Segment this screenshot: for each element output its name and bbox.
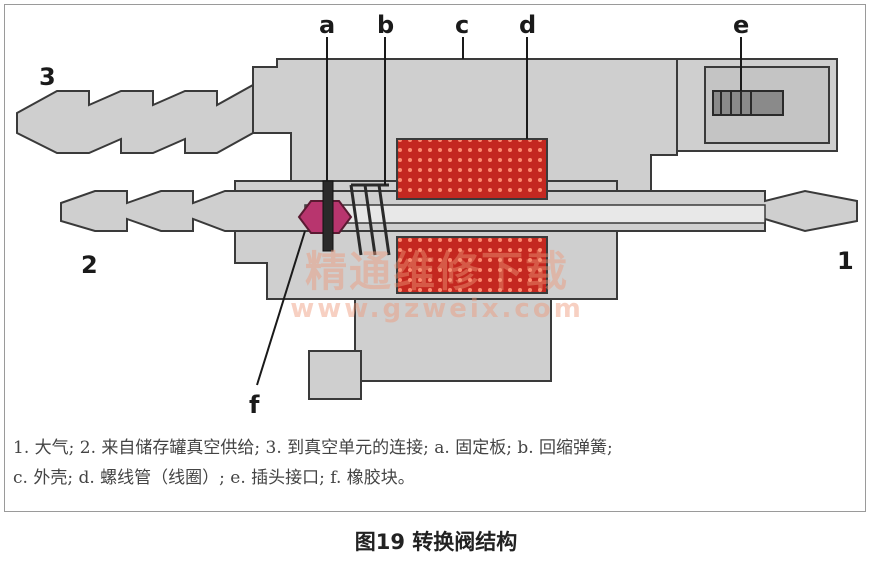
label-c: c — [455, 11, 469, 39]
plug-pin — [712, 90, 784, 116]
figure-title: 图19 转换阀结构 — [354, 530, 518, 554]
coil-lower — [396, 236, 548, 294]
mount-block — [354, 298, 552, 382]
upper-housing — [252, 58, 678, 194]
figure-frame: a b c d e f 3 2 1 1. 大气; 2. 来自储存罐真空供给; 3… — [4, 4, 866, 512]
label-2: 2 — [81, 251, 98, 279]
label-1: 1 — [837, 247, 854, 275]
caption-line-2: c. 外壳; d. 螺线管（线圈）; e. 插头接口; f. 橡胶块。 — [13, 468, 415, 488]
label-e: e — [733, 11, 749, 39]
retract-spring — [349, 183, 391, 256]
valve-diagram: a b c d e f 3 2 1 — [16, 11, 858, 419]
coil-upper — [396, 138, 548, 200]
caption-line-1: 1. 大气; 2. 来自储存罐真空供给; 3. 到真空单元的连接; a. 固定板… — [13, 438, 613, 458]
fixed-plate — [322, 180, 334, 252]
figure-caption: 1. 大气; 2. 来自储存罐真空供给; 3. 到真空单元的连接; a. 固定板… — [13, 433, 859, 493]
mount-foot — [308, 350, 362, 400]
label-3: 3 — [39, 63, 56, 91]
label-d: d — [519, 11, 536, 39]
leader-f — [256, 230, 306, 386]
label-b: b — [377, 11, 394, 39]
label-f: f — [249, 391, 260, 419]
label-a: a — [319, 11, 335, 39]
plunger-channel — [304, 204, 766, 224]
tube-3 — [16, 83, 254, 154]
